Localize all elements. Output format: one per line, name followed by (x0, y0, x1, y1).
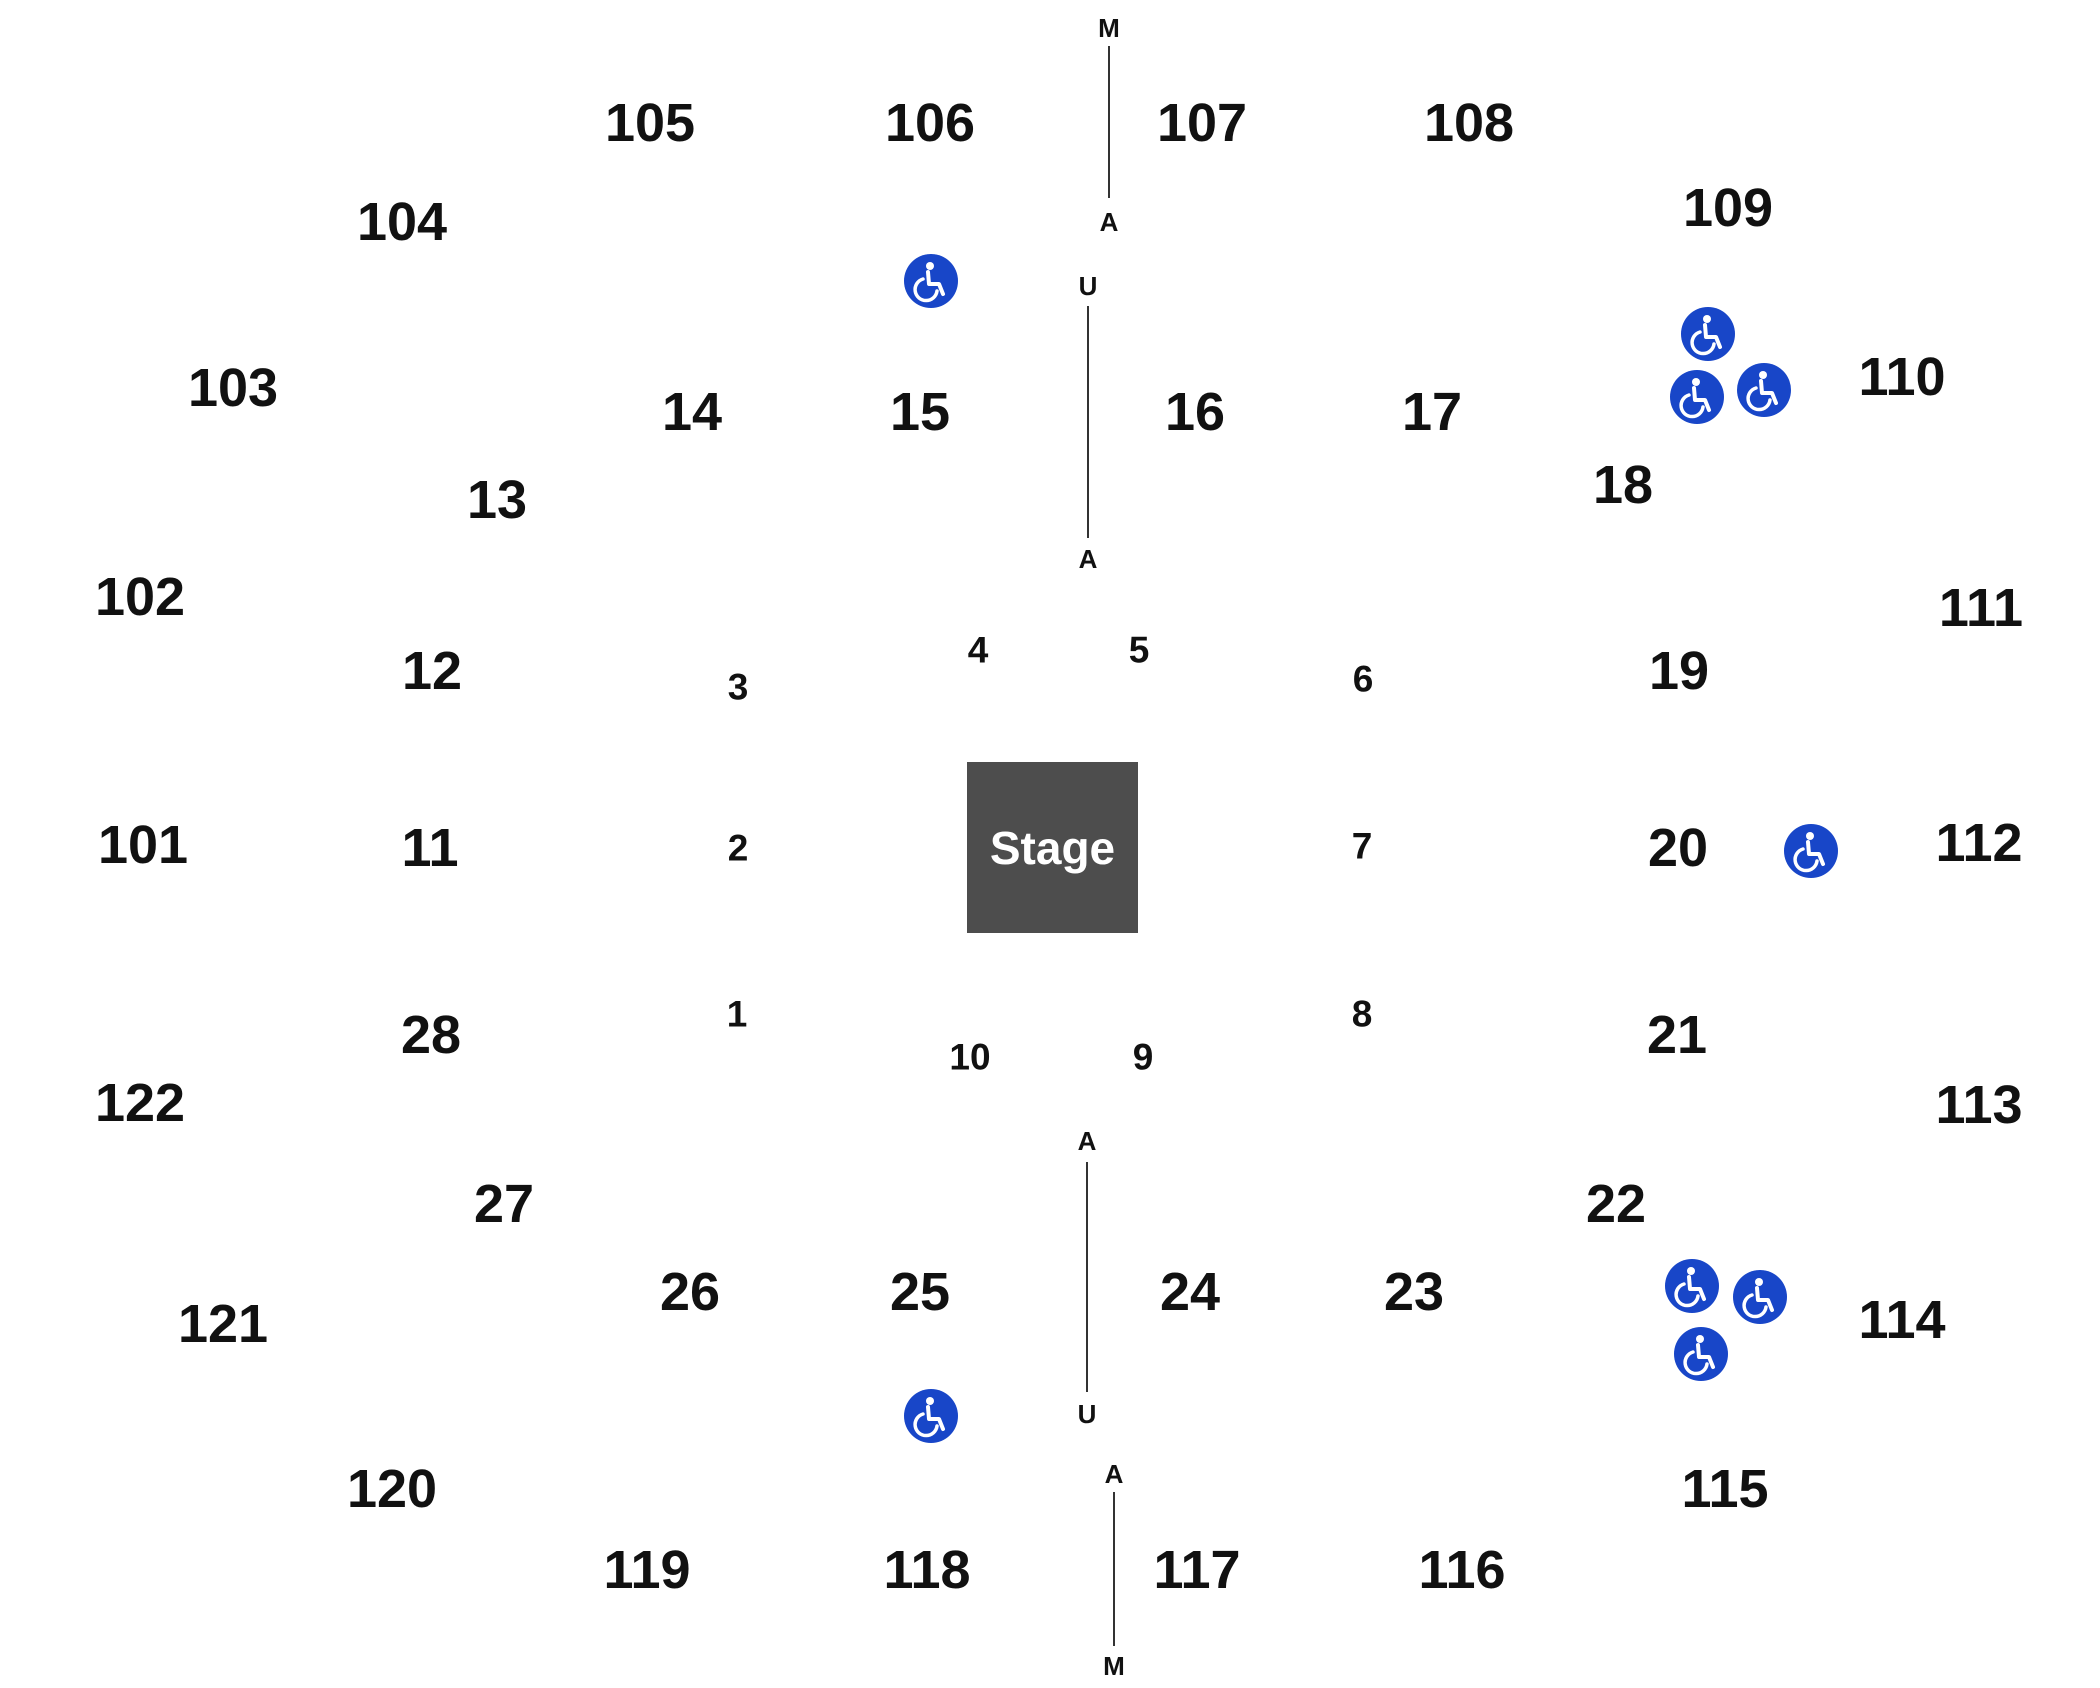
aisle-bottom-upper-line (1113, 1492, 1115, 1646)
section-13[interactable]: 13 (466, 470, 528, 530)
section-17[interactable]: 17 (1401, 382, 1463, 442)
section-112[interactable]: 112 (1935, 813, 2023, 873)
section-9[interactable]: 9 (1132, 1036, 1154, 1078)
section-106[interactable]: 106 (884, 93, 976, 153)
section-3[interactable]: 3 (727, 666, 749, 708)
section-12[interactable]: 12 (401, 641, 463, 701)
section-20[interactable]: 20 (1647, 818, 1709, 878)
aisle-bottom-upper-row-start: A (1104, 1459, 1124, 1489)
section-2[interactable]: 2 (727, 827, 749, 869)
section-8[interactable]: 8 (1351, 993, 1373, 1035)
aisle-bottom-lower-row-start: A (1077, 1126, 1097, 1156)
aisle-bottom-lower-line (1086, 1162, 1088, 1392)
section-115[interactable]: 115 (1681, 1459, 1769, 1519)
wheelchair-icon[interactable] (1783, 823, 1839, 879)
section-119[interactable]: 119 (603, 1540, 691, 1600)
section-14[interactable]: 14 (661, 382, 723, 442)
section-116[interactable]: 116 (1418, 1540, 1506, 1600)
wheelchair-icon[interactable] (903, 253, 959, 309)
wheelchair-icon[interactable] (1736, 362, 1792, 418)
section-113[interactable]: 113 (1935, 1075, 2023, 1135)
section-103[interactable]: 103 (187, 358, 279, 418)
section-11[interactable]: 11 (401, 818, 459, 878)
aisle-top-lower-line (1087, 306, 1089, 538)
aisle-top-upper-line (1108, 46, 1110, 198)
section-22[interactable]: 22 (1585, 1174, 1647, 1234)
section-110[interactable]: 110 (1858, 347, 1946, 407)
wheelchair-icon[interactable] (903, 1388, 959, 1444)
section-7[interactable]: 7 (1351, 825, 1373, 867)
aisle-bottom-upper-row-end: M (1103, 1651, 1125, 1681)
section-109[interactable]: 109 (1682, 178, 1774, 238)
aisle-bottom-lower-row-end: U (1077, 1399, 1097, 1429)
section-122[interactable]: 122 (94, 1073, 186, 1133)
section-111[interactable]: 111 (1938, 578, 2024, 638)
aisle-top-lower-row-start: U (1078, 271, 1098, 301)
section-105[interactable]: 105 (604, 93, 696, 153)
section-10[interactable]: 10 (949, 1036, 991, 1078)
wheelchair-icon[interactable] (1664, 1258, 1720, 1314)
wheelchair-icon[interactable] (1680, 306, 1736, 362)
aisle-top-upper-row-end: A (1099, 207, 1119, 237)
section-24[interactable]: 24 (1159, 1262, 1221, 1322)
section-19[interactable]: 19 (1648, 641, 1710, 701)
section-26[interactable]: 26 (659, 1262, 721, 1322)
section-27[interactable]: 27 (473, 1174, 535, 1234)
wheelchair-icon[interactable] (1732, 1269, 1788, 1325)
section-1[interactable]: 1 (726, 993, 748, 1035)
stage-label: Stage (989, 821, 1116, 874)
section-104[interactable]: 104 (356, 192, 448, 252)
section-15[interactable]: 15 (889, 382, 951, 442)
section-102[interactable]: 102 (94, 567, 186, 627)
section-107[interactable]: 107 (1156, 93, 1248, 153)
aisle-top-lower-row-end: A (1078, 544, 1098, 574)
aisle-top-upper-row-start: M (1098, 13, 1120, 43)
section-25[interactable]: 25 (889, 1262, 951, 1322)
section-23[interactable]: 23 (1383, 1262, 1445, 1322)
section-16[interactable]: 16 (1164, 382, 1226, 442)
section-121[interactable]: 121 (177, 1294, 269, 1354)
section-18[interactable]: 18 (1592, 455, 1654, 515)
section-120[interactable]: 120 (346, 1459, 438, 1519)
section-117[interactable]: 117 (1153, 1540, 1241, 1600)
stage[interactable]: Stage (967, 762, 1138, 933)
section-21[interactable]: 21 (1646, 1005, 1708, 1065)
section-118[interactable]: 118 (883, 1540, 971, 1600)
section-101[interactable]: 101 (97, 815, 189, 875)
section-6[interactable]: 6 (1352, 658, 1374, 700)
wheelchair-icon[interactable] (1669, 369, 1725, 425)
section-5[interactable]: 5 (1128, 629, 1150, 671)
section-28[interactable]: 28 (400, 1005, 462, 1065)
wheelchair-icon[interactable] (1673, 1326, 1729, 1382)
section-114[interactable]: 114 (1858, 1290, 1946, 1350)
section-4[interactable]: 4 (967, 629, 989, 671)
section-108[interactable]: 108 (1423, 93, 1515, 153)
